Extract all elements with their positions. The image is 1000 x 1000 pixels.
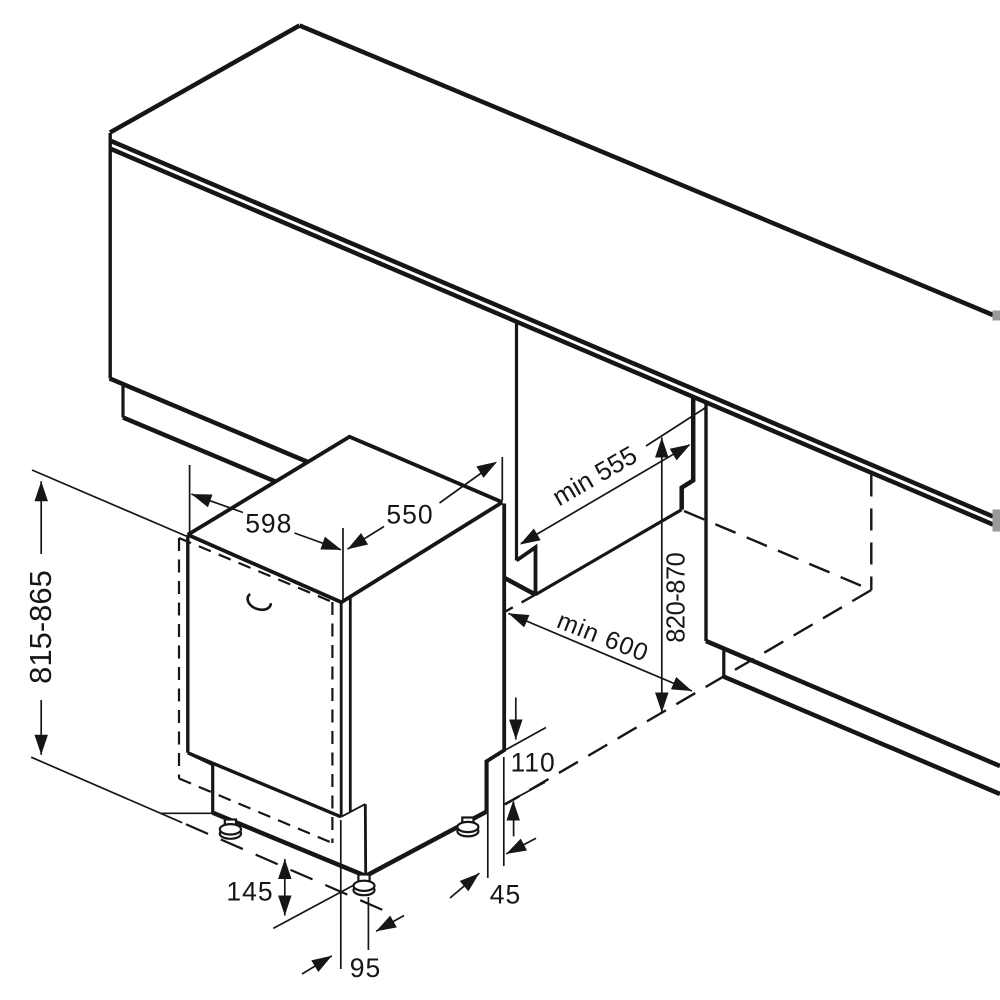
svg-text:598: 598	[245, 509, 292, 539]
svg-text:815-865: 815-865	[23, 570, 58, 684]
svg-text:145: 145	[226, 877, 273, 907]
svg-text:110: 110	[511, 748, 556, 778]
svg-text:820-870: 820-870	[663, 552, 691, 642]
svg-text:95: 95	[350, 953, 381, 983]
svg-text:550: 550	[386, 500, 433, 530]
svg-text:45: 45	[490, 880, 521, 910]
